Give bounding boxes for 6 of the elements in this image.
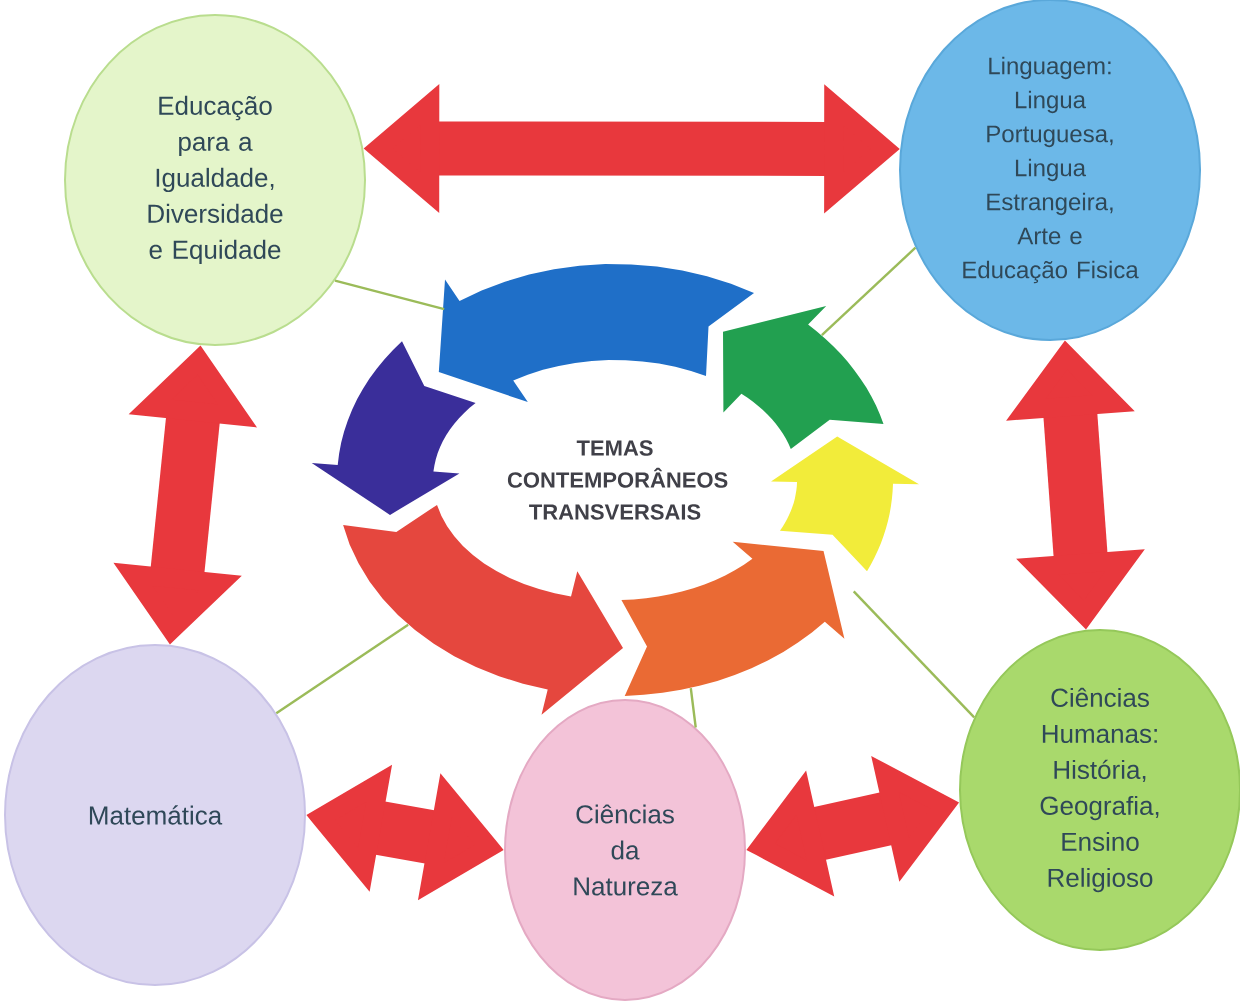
connector-line — [852, 590, 976, 719]
center-label: TEMAS CONTEMPORÂNEOS TRANSVERSAIS — [507, 440, 728, 520]
connector-line — [821, 246, 917, 337]
connector-line — [689, 688, 697, 728]
connector-line — [275, 623, 409, 715]
connector-line — [334, 279, 445, 311]
